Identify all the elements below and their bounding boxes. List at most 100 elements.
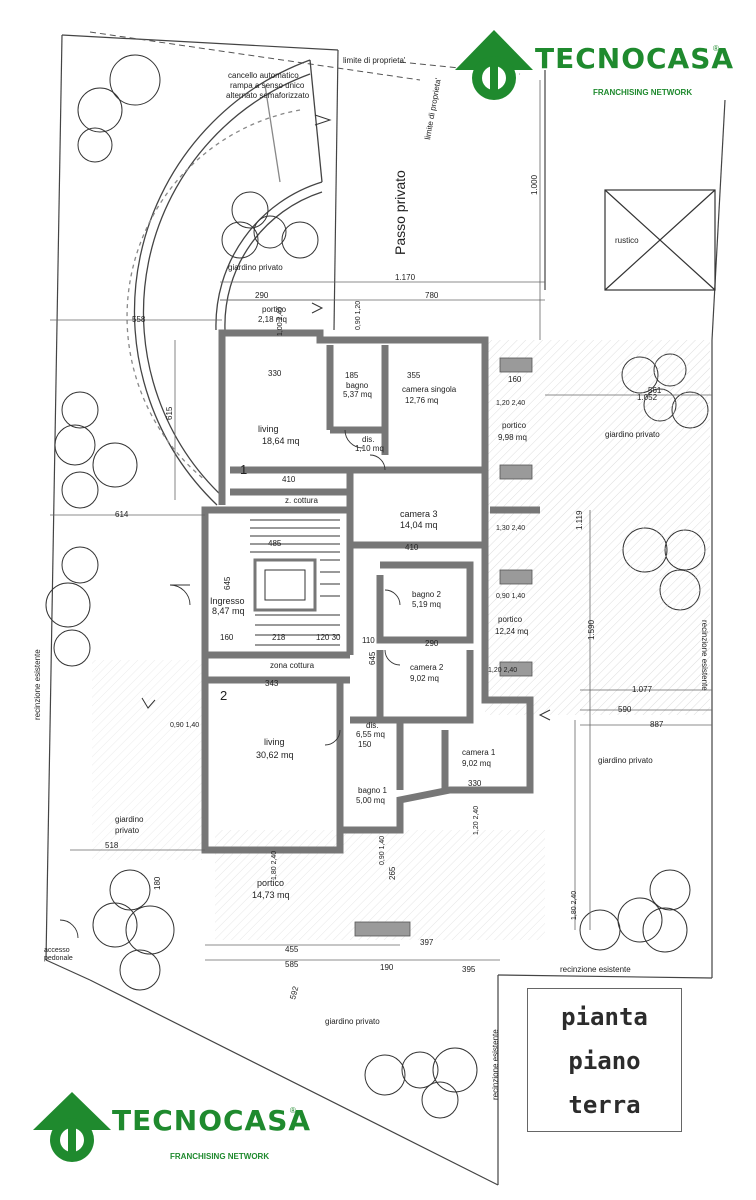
rustico-block <box>604 189 716 291</box>
height-j: 0,90 1,40 <box>379 836 386 865</box>
room-bagno-1-area: 5,00 mq <box>356 796 385 805</box>
access-label-2: pedonale <box>44 955 73 962</box>
garden-right-bottom: giardino privato <box>598 756 653 765</box>
dim-330: 330 <box>268 369 282 378</box>
room-portico-2-area: 9,98 mq <box>498 433 527 442</box>
site-boundary <box>45 34 726 1186</box>
dim-614: 614 <box>115 510 129 519</box>
garden-left: giardino <box>115 815 144 824</box>
room-camera-2-area: 9,02 mq <box>410 674 439 683</box>
dim-1000: 1.000 <box>530 174 539 195</box>
semaphore-label: alternato semaforizzato <box>226 91 310 100</box>
room-portico-4: portico <box>257 878 284 888</box>
garden-bottom: giardino privato <box>325 1017 380 1026</box>
zone-cottura: zona cottura <box>270 661 315 670</box>
fence-lower: recinzione esistente <box>491 1029 500 1100</box>
height-e: 1,00 2,40 <box>277 307 284 336</box>
room-camera-3: camera 3 <box>400 509 438 519</box>
brand-name: TECNOCASA <box>112 1104 312 1137</box>
dim-355: 355 <box>407 371 421 380</box>
doors <box>59 429 401 939</box>
title-line-1: pianta <box>561 1003 648 1031</box>
dim-180: 180 <box>153 876 162 890</box>
dim-160-b: 160 <box>508 375 522 384</box>
stairwell <box>250 519 340 646</box>
title-line-2: piano <box>568 1047 641 1075</box>
passo-privato-label: Passo privato <box>392 170 408 255</box>
room-dis-1-area: 1,10 mq <box>355 444 384 453</box>
room-portico-1-area: 2,18 mq <box>258 315 287 324</box>
room-living-1-area: 18,64 mq <box>262 436 300 446</box>
building-walls <box>201 329 540 854</box>
dim-615: 615 <box>165 406 174 420</box>
room-dis-1: dis. <box>362 435 374 444</box>
height-c: 0,90 1,40 <box>496 593 525 600</box>
brand-name: TECNOCASA <box>535 42 735 75</box>
dim-561: 561 <box>648 386 662 395</box>
dim-290-b: 290 <box>425 639 439 648</box>
dim-218: 218 <box>272 633 286 642</box>
logo-mark-bottom <box>33 1092 111 1162</box>
brand-network: FRANCHISING NETWORK <box>170 1152 270 1161</box>
registered-mark: ® <box>290 1106 296 1115</box>
ramp-label: rampa a senso unico <box>230 81 305 90</box>
height-a: 1,20 2,40 <box>496 400 525 407</box>
zone-z-cottura: z. cottura <box>285 496 318 505</box>
height-f: 0,90 1,40 <box>170 722 199 729</box>
room-camera-singola: camera singola <box>402 385 457 394</box>
dim-590: 590 <box>618 705 632 714</box>
height-d: 1,20 2,40 <box>488 667 517 674</box>
gate-label: cancello automatico <box>228 71 299 80</box>
dim-645-b: 645 <box>368 651 377 665</box>
room-camera-1: camera 1 <box>462 748 496 757</box>
room-bagno-1: bagno 1 <box>358 786 387 795</box>
rustico-label: rustico <box>615 236 639 245</box>
terrace-areas <box>92 340 710 940</box>
height-h: 1,80 2,40 <box>271 851 278 880</box>
dim-558: 558 <box>132 315 146 324</box>
dim-185: 185 <box>345 371 359 380</box>
room-portico-2: portico <box>502 421 527 430</box>
fence-bottom: recinzione esistente <box>560 965 631 974</box>
title-block: pianta piano terra <box>527 988 682 1132</box>
brand-logo-bottom: TECNOCASA ® FRANCHISING NETWORK <box>112 1102 310 1168</box>
dim-410-b: 410 <box>405 543 419 552</box>
room-bagno-2: bagno 2 <box>412 590 441 599</box>
dim-160: 160 <box>220 633 234 642</box>
fixtures <box>354 357 533 937</box>
room-dis-2: dis. <box>366 721 378 730</box>
room-portico-4-area: 14,73 mq <box>252 890 290 900</box>
dimension-lines <box>50 80 712 961</box>
room-camera-1-area: 9,02 mq <box>462 759 491 768</box>
dim-330-b: 330 <box>468 779 482 788</box>
dim-410-a: 410 <box>282 475 296 484</box>
brand-network: FRANCHISING NETWORK <box>593 88 693 97</box>
dim-190: 190 <box>380 963 394 972</box>
dim-265: 265 <box>388 866 397 880</box>
room-camera-3-area: 14,04 mq <box>400 520 438 530</box>
dim-397: 397 <box>420 938 434 947</box>
dim-1590: 1.590 <box>587 619 596 640</box>
dim-887: 887 <box>650 720 664 729</box>
dim-395: 395 <box>462 965 476 974</box>
room-living-2: living <box>264 737 285 747</box>
fence-left: recinzione esistente <box>33 649 42 720</box>
dim-645-a: 645 <box>223 576 232 590</box>
dim-585: 585 <box>285 960 299 969</box>
dim-1077: 1.077 <box>632 685 653 694</box>
height-i: 1,20 2,40 <box>473 806 480 835</box>
garden-left-2: privato <box>115 826 140 835</box>
title-line-3: terra <box>568 1091 641 1119</box>
driveway-ramp <box>126 59 323 506</box>
room-ingresso: Ingresso <box>210 596 245 606</box>
height-g: 0,90 1,20 <box>355 301 362 330</box>
room-camera-singola-area: 12,76 mq <box>405 396 438 405</box>
room-ingresso-area: 8,47 mq <box>212 606 245 616</box>
logo-mark-top <box>455 30 533 100</box>
room-portico-1: portico <box>262 305 287 314</box>
brand-logo-top: TECNOCASA ® FRANCHISING NETWORK <box>535 38 733 104</box>
room-bagno: bagno <box>346 381 369 390</box>
height-k: 1,80 2,40 <box>571 891 578 920</box>
garden-top-left: giardino privato <box>228 263 283 272</box>
